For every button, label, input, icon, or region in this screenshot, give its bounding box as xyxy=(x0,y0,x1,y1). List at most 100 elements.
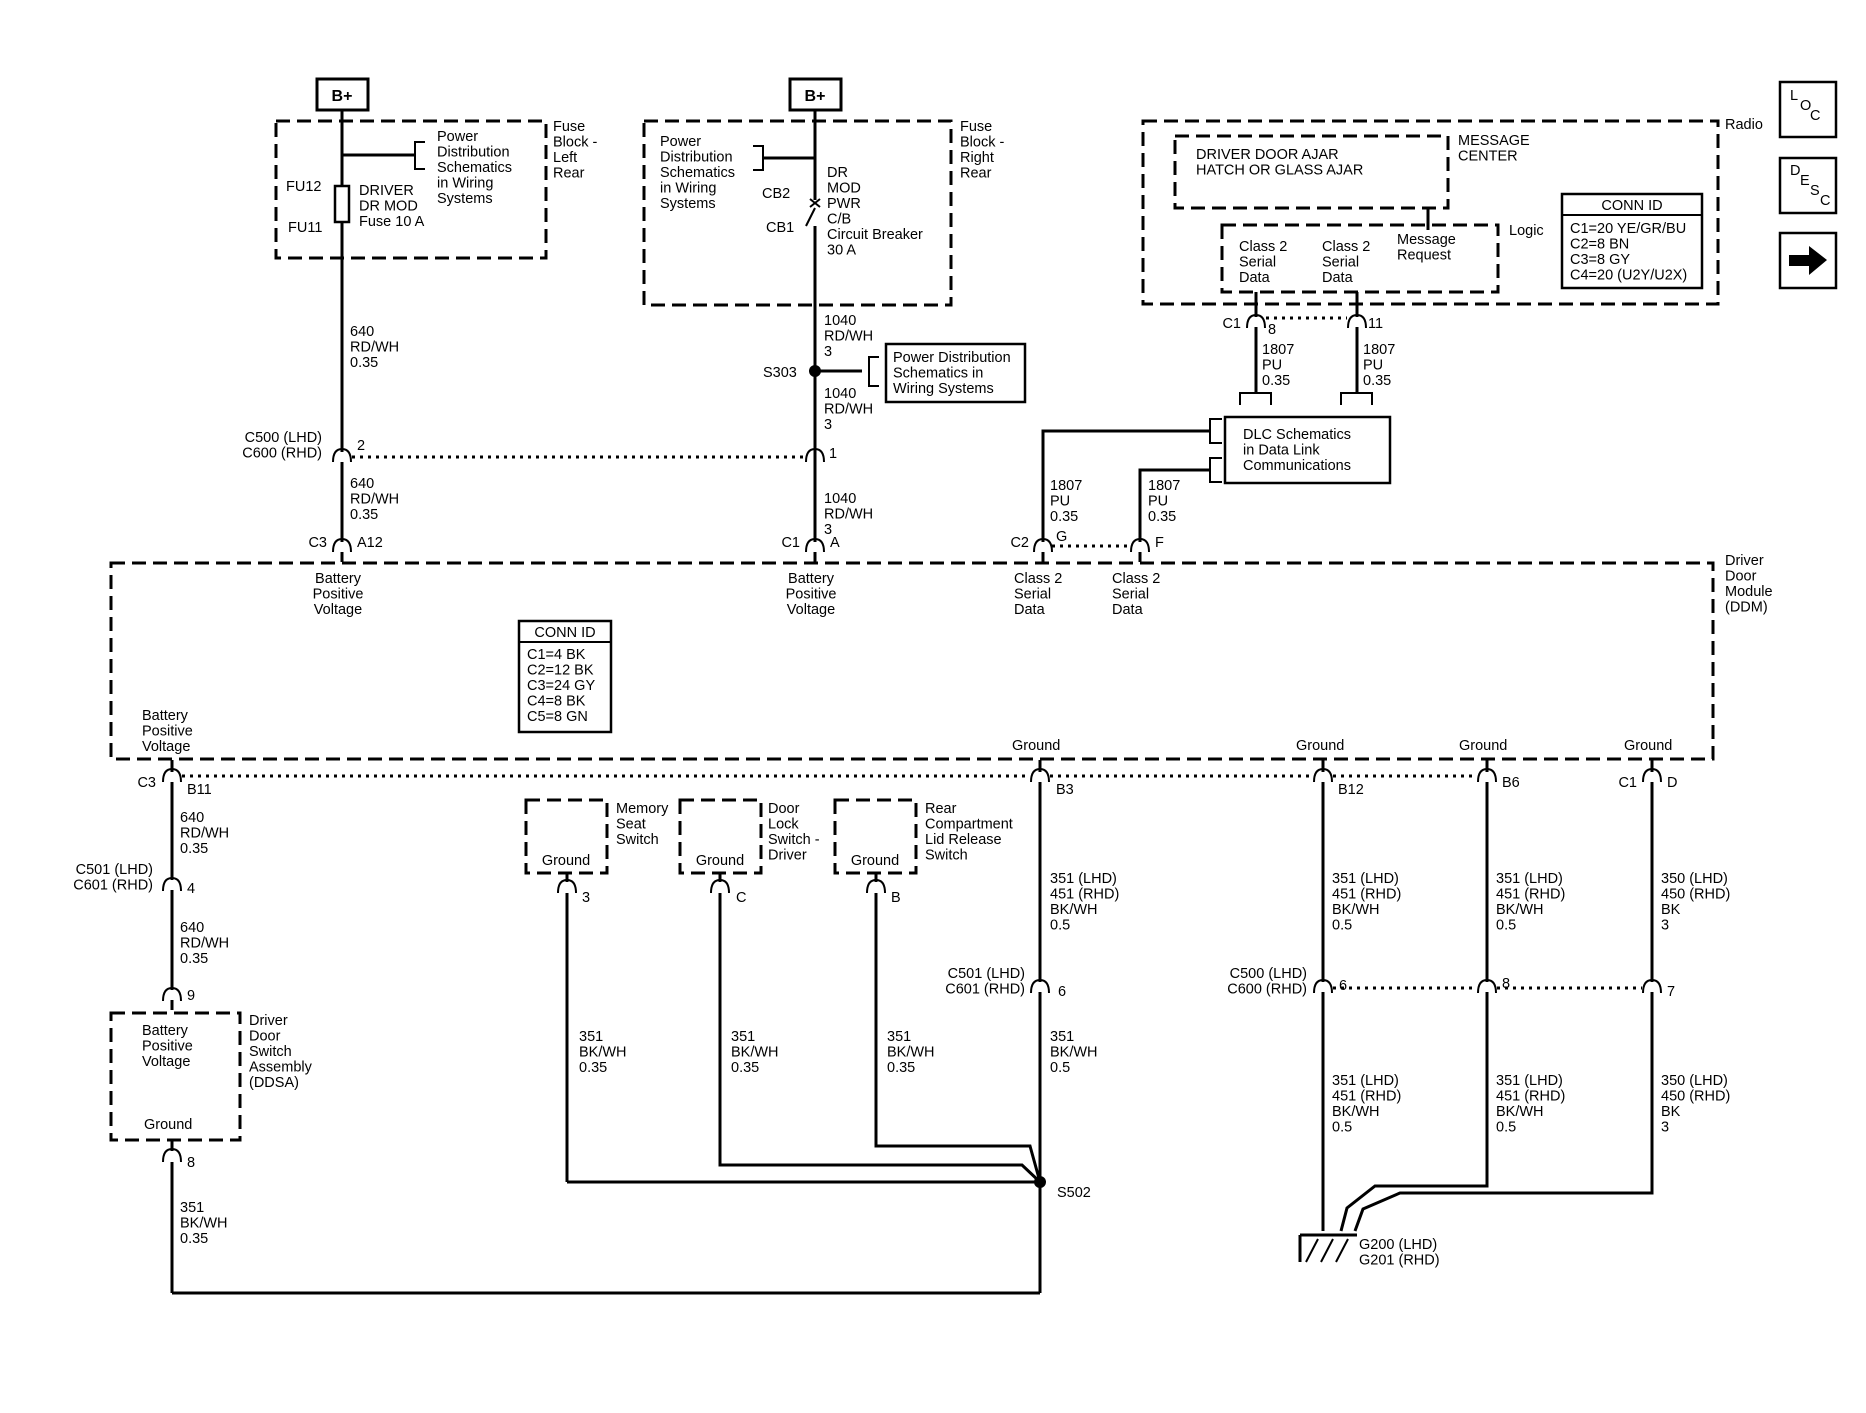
connector-arc xyxy=(162,1147,182,1163)
pin-4: 4 xyxy=(187,881,195,897)
connector-arc xyxy=(557,878,577,894)
ddm-ground-b12: Ground xyxy=(1296,738,1344,754)
loc-button[interactable] xyxy=(1780,82,1836,137)
connector-arc xyxy=(332,447,352,463)
radio-connector-c1: C1 xyxy=(1222,316,1241,332)
pds-ref-box xyxy=(884,342,1027,404)
connector-arc xyxy=(1347,313,1367,329)
connector-arc xyxy=(332,537,352,553)
message-center-display xyxy=(1173,134,1450,210)
connector-arc xyxy=(1313,978,1333,994)
b-plus-left: B+ xyxy=(332,88,353,105)
connector-c1-bottom: C1 xyxy=(1618,775,1637,791)
radio-title: Radio xyxy=(1725,117,1763,133)
next-button[interactable] xyxy=(1780,233,1836,288)
fuse-element xyxy=(333,184,351,224)
ground-point-g200: G200 (LHD)G201 (RHD) xyxy=(1359,1237,1440,1269)
radio-conn-id-title: CONN ID xyxy=(1601,198,1662,214)
connector-arc xyxy=(1477,978,1497,994)
connector-arc xyxy=(1033,537,1053,553)
loc-button-letters: LOC xyxy=(1790,88,1820,124)
ddsa-outline xyxy=(109,1011,242,1142)
pin-7-bottom: 7 xyxy=(1667,984,1675,1000)
desc-button-box xyxy=(1778,156,1838,215)
pin-2: 2 xyxy=(357,438,365,454)
breaker-pin-cb2: CB2 xyxy=(762,186,790,202)
ddsa-ground: Ground xyxy=(144,1117,192,1133)
connector-arc xyxy=(162,876,182,892)
desc-button-letters: DESC xyxy=(1790,163,1830,209)
ddm-conn-id-box xyxy=(517,619,613,734)
fuse-block-left-outline xyxy=(274,119,548,260)
ddm-outline xyxy=(109,561,1715,761)
radio-pin-11: 11 xyxy=(1368,316,1383,332)
pin-b: B xyxy=(891,890,901,906)
pin-8-bottom: 8 xyxy=(1502,976,1510,992)
connector-arc xyxy=(1642,978,1662,994)
ddm-ground-d: Ground xyxy=(1624,738,1672,754)
connector-arc xyxy=(1030,978,1050,994)
ddm-ground-b6: Ground xyxy=(1459,738,1507,754)
pin-6-mid: 6 xyxy=(1058,984,1066,1000)
fuse-block-right-outline xyxy=(642,119,953,307)
desc-button[interactable] xyxy=(1780,158,1836,213)
splice-s303: S303 xyxy=(763,365,797,381)
fuse-pin-fu11: FU11 xyxy=(288,220,322,236)
radio-logic-label: Logic xyxy=(1509,223,1544,239)
connector-arc xyxy=(1130,537,1150,553)
connector-arc xyxy=(1642,767,1662,783)
ground-door-lock: Ground xyxy=(696,853,744,869)
ddm-conn-id-title: CONN ID xyxy=(534,625,595,641)
pin-b3: B3 xyxy=(1056,782,1074,798)
connector-c1-top: C1 xyxy=(781,535,800,551)
b-plus-right: B+ xyxy=(805,88,826,105)
loc-button-box xyxy=(1778,80,1838,139)
connector-arc xyxy=(1313,767,1333,783)
radio-conn-id-box xyxy=(1560,192,1704,290)
connector-c500-bottom: C500 (LHD)C600 (RHD) xyxy=(1227,966,1307,998)
pin-c: C xyxy=(736,890,746,906)
connector-arc xyxy=(162,986,182,1002)
pin-8-ddsa: 8 xyxy=(187,1155,195,1171)
